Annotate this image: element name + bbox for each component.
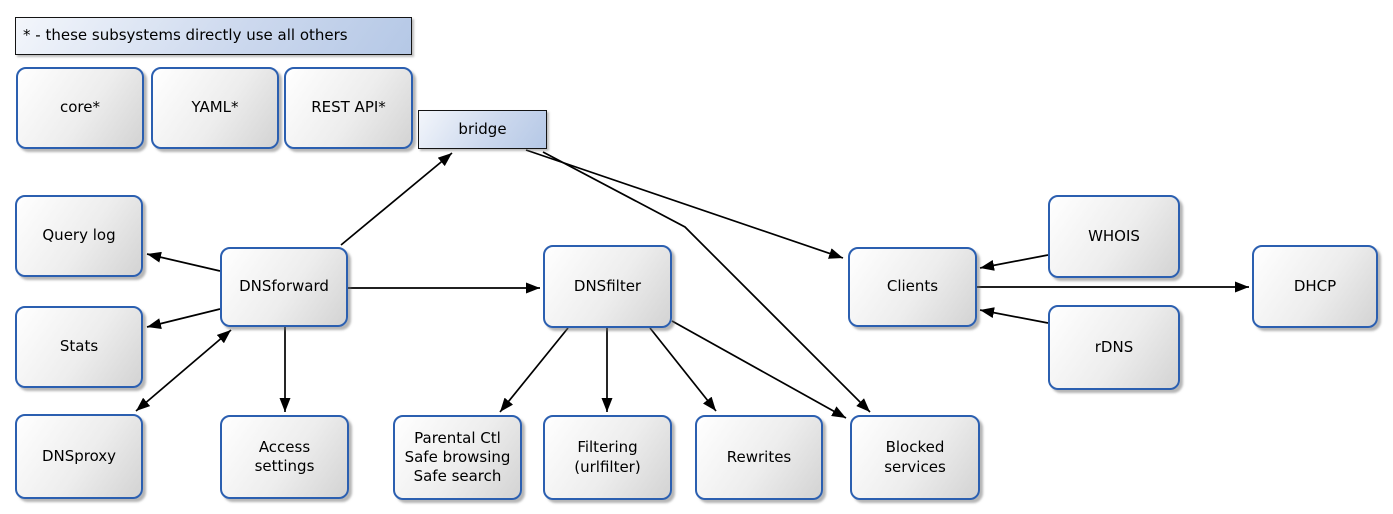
edge-whois-clients [979, 254, 1049, 271]
node-rest-api-label: REST API* [311, 98, 386, 117]
node-rest-api: REST API* [284, 67, 413, 149]
legend-box: * - these subsystems directly use all ot… [15, 17, 412, 55]
node-core-label: core* [60, 98, 100, 117]
node-rdns: rDNS [1048, 305, 1180, 390]
node-access-settings: Access settings [220, 415, 349, 499]
node-dhcp: DHCP [1252, 245, 1378, 328]
node-dnsfilter-label: DNSfilter [573, 276, 642, 295]
node-stats: Stats [15, 306, 143, 388]
node-filtering-urlfilter-label: Filtering (urlfilter) [574, 438, 641, 476]
node-dhcp-label: DHCP [1293, 276, 1337, 295]
edge-bridge-clients [525, 149, 844, 259]
legend-label: * - these subsystems directly use all ot… [23, 26, 348, 45]
node-stats-label: Stats [59, 337, 99, 356]
edge-dnsforward-querylog [146, 251, 221, 272]
edge-dnsforward-stats [146, 308, 221, 329]
node-dnsforward: DNSforward [220, 247, 348, 327]
node-blocked-services-label: Blocked services [884, 438, 946, 476]
node-dnsproxy-label: DNSproxy [41, 446, 117, 465]
node-rdns-label: rDNS [1094, 337, 1134, 356]
node-query-log-label: Query log [42, 226, 116, 245]
edge-dnsproxy-dnsforward-bidirectional [135, 329, 232, 412]
node-yaml-label: YAML* [191, 98, 239, 117]
node-clients: Clients [848, 247, 977, 327]
edge-dnsfilter-parental [499, 327, 569, 413]
node-dnsforward-label: DNSforward [239, 277, 329, 296]
node-access-settings-label: Access settings [254, 437, 315, 475]
node-core: core* [16, 67, 144, 149]
edge-rdns-clients [979, 307, 1049, 324]
node-bridge: bridge [418, 110, 547, 149]
node-parental-safe: Parental Ctl Safe browsing Safe search [393, 415, 522, 500]
node-filtering-urlfilter: Filtering (urlfilter) [543, 415, 672, 500]
edge-dnsfilter-blocked [671, 320, 847, 419]
node-rewrites-label: Rewrites [726, 447, 792, 466]
node-blocked-services: Blocked services [850, 415, 980, 500]
node-bridge-label: bridge [458, 119, 507, 138]
node-dnsproxy: DNSproxy [15, 414, 143, 499]
node-rewrites: Rewrites [695, 415, 823, 500]
edge-dnsforward-bridge [340, 152, 453, 246]
node-query-log: Query log [15, 195, 143, 277]
node-parental-safe-label: Parental Ctl Safe browsing Safe search [404, 428, 511, 486]
node-whois: WHOIS [1048, 195, 1180, 278]
node-clients-label: Clients [886, 277, 939, 296]
node-dnsfilter: DNSfilter [543, 245, 672, 328]
node-whois-label: WHOIS [1088, 226, 1140, 245]
edge-dnsfilter-rewrites [649, 327, 717, 412]
node-yaml: YAML* [151, 67, 279, 149]
